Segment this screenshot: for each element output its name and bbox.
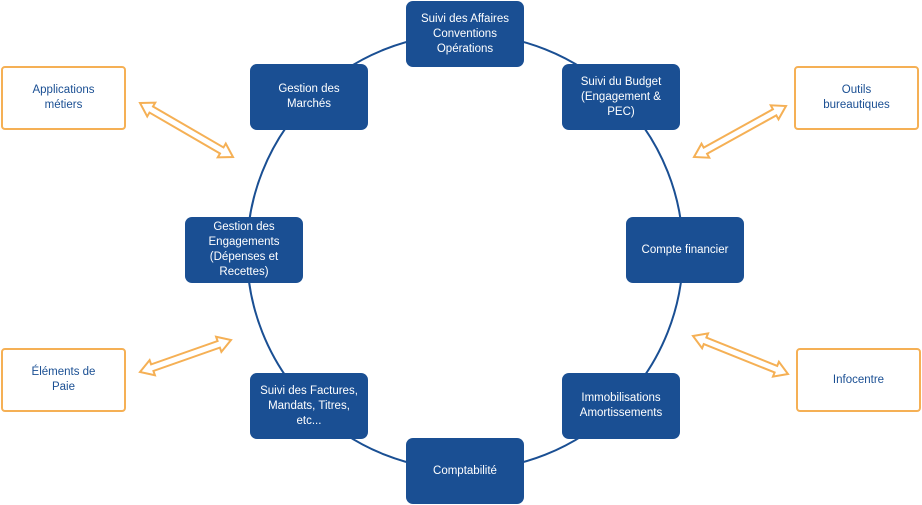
module-suivi-affaires[interactable]: Suivi des Affaires Conventions Opération… — [406, 1, 524, 67]
module-immobilisations[interactable]: Immobilisations Amortissements — [562, 373, 680, 439]
module-gestion-engagements[interactable]: Gestion des Engagements (Dépenses et Rec… — [185, 217, 303, 283]
arrow-elements-paie — [138, 335, 233, 377]
external-elements-paie[interactable]: Éléments de Paie — [1, 348, 126, 412]
module-compte-financier[interactable]: Compte financier — [626, 217, 744, 283]
arrow-infocentre — [691, 332, 790, 378]
external-applications-metiers[interactable]: Applications métiers — [1, 66, 126, 130]
external-outils-bureautiques[interactable]: Outils bureautiques — [794, 66, 919, 130]
module-gestion-marches[interactable]: Gestion des Marchés — [250, 64, 368, 130]
module-suivi-budget[interactable]: Suivi du Budget (Engagement & PEC) — [562, 64, 680, 130]
external-infocentre[interactable]: Infocentre — [796, 348, 921, 412]
module-suivi-factures[interactable]: Suivi des Factures, Mandats, Titres, etc… — [250, 373, 368, 439]
arrow-applications-metiers — [138, 101, 235, 159]
module-comptabilite[interactable]: Comptabilité — [406, 438, 524, 504]
arrow-outils-bureautiques — [692, 104, 788, 159]
